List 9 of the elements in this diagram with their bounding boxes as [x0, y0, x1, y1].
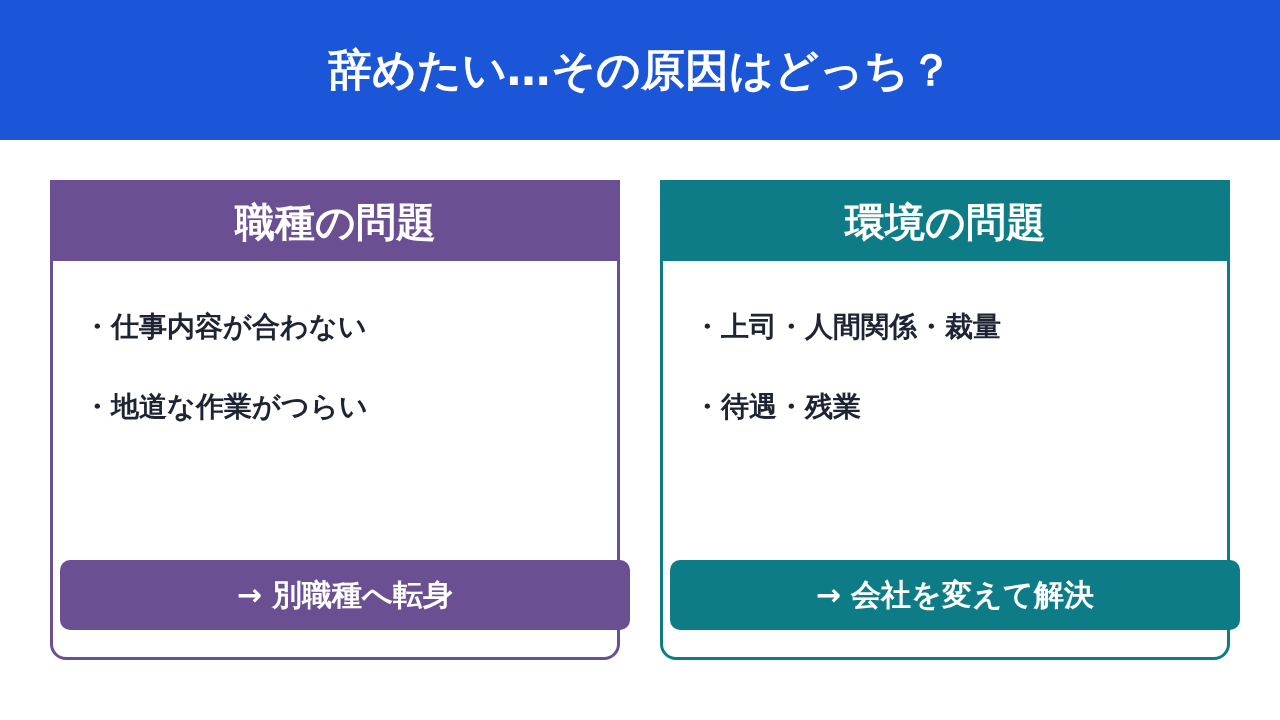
- bullet-item: ・上司・人間関係・裁量: [693, 309, 1001, 345]
- bullet-item: ・待遇・残業: [693, 389, 861, 425]
- panel-header: 環境の問題: [663, 183, 1227, 261]
- title-banner: 辞めたい…その原因はどっち？: [0, 0, 1280, 140]
- result-bar: → 別職種へ転身: [60, 560, 630, 630]
- bullet-item: ・地道な作業がつらい: [83, 389, 368, 425]
- result-bar: → 会社を変えて解決: [670, 560, 1240, 630]
- panel-header: 職種の問題: [53, 183, 617, 261]
- bullet-item: ・仕事内容が合わない: [83, 309, 367, 345]
